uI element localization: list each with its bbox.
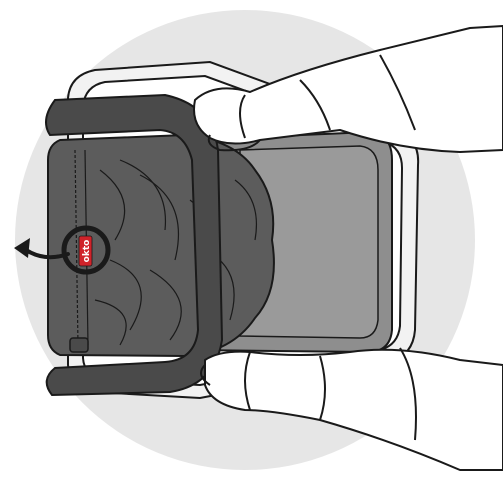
- brand-label: okto: [82, 240, 92, 263]
- brand-tag: okto: [79, 236, 92, 266]
- canopy-clip: [70, 338, 88, 352]
